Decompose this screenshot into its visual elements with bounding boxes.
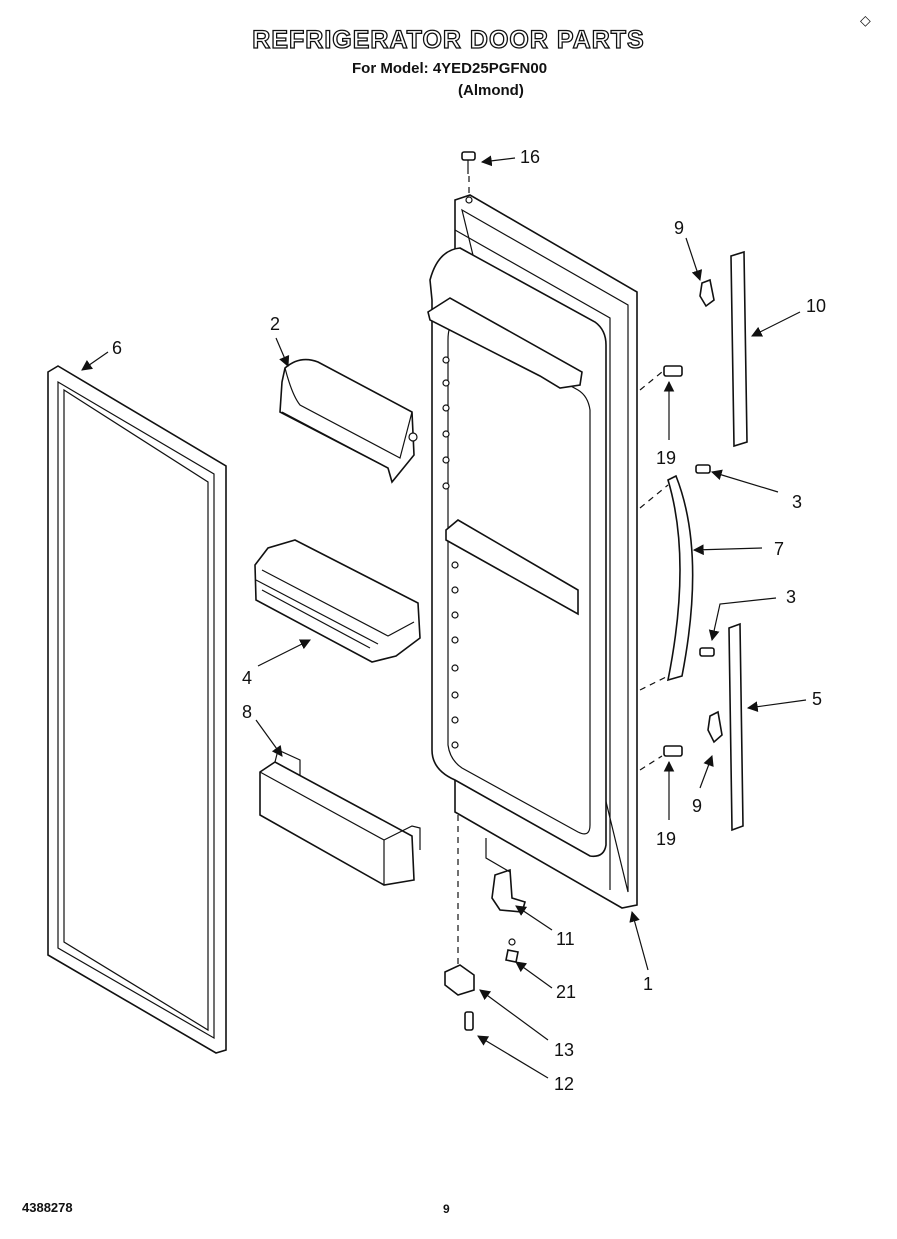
callout-13: 13 (554, 1040, 574, 1060)
callout-11: 11 (556, 929, 575, 949)
handle-mount-screw-upper-part (695, 464, 711, 474)
callout-6: 6 (112, 338, 122, 358)
page-number: 9 (443, 1202, 450, 1216)
handle-screw-upper-part (663, 365, 683, 377)
callout-21: 21 (556, 982, 576, 1002)
top-screw-part (461, 151, 476, 204)
callout-10: 10 (806, 296, 826, 316)
corner-mark: ◇ (860, 12, 871, 28)
bottom-door-bin-part (259, 749, 421, 886)
handle-mount-screw-lower-part (699, 647, 715, 657)
door-handle-part (666, 474, 694, 682)
callout-7: 7 (774, 539, 784, 559)
callout-8: 8 (242, 702, 252, 722)
upper-door-bin-part (279, 358, 418, 484)
hinge-bracket-part (444, 964, 475, 996)
page-title: REFRIGERATOR DOOR PARTS (252, 25, 645, 54)
callout-2: 2 (270, 314, 280, 334)
door-assembly-part (427, 194, 638, 909)
document-number: 4388278 (22, 1200, 73, 1215)
hinge-washer-part (505, 938, 519, 963)
callout-3-lower: 3 (786, 587, 796, 607)
upper-trim-strip-part (730, 250, 748, 448)
callout-19-lower: 19 (656, 829, 676, 849)
callout-5: 5 (812, 689, 822, 709)
callout-16: 16 (520, 147, 540, 167)
callout-9-lower: 9 (692, 796, 702, 816)
callout-19-upper: 19 (656, 448, 676, 468)
hinge-screw-part (464, 1011, 474, 1031)
callout-4: 4 (242, 668, 252, 688)
middle-door-bin-part (254, 539, 421, 663)
door-gasket-part (47, 365, 227, 1054)
handle-clip-lower-part (707, 710, 723, 744)
callout-9-upper: 9 (674, 218, 684, 238)
color-variant: (Almond) (458, 82, 524, 99)
lower-trim-strip-part (728, 622, 744, 832)
callout-1: 1 (643, 974, 653, 994)
handle-screw-lower-part (663, 745, 683, 757)
callout-12: 12 (554, 1074, 574, 1094)
handle-clip-upper-part (699, 278, 715, 308)
callout-3-upper: 3 (792, 492, 802, 512)
model-subtitle: For Model: 4YED25PGFN00 (352, 60, 548, 77)
